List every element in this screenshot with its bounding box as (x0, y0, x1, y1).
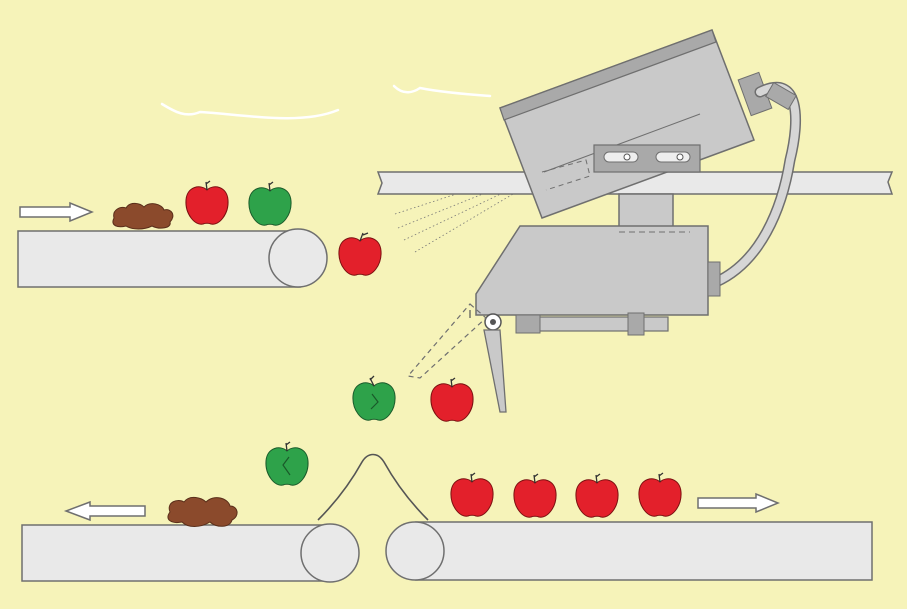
optical-camera-housing (499, 29, 773, 219)
debris-clump-icon (112, 202, 174, 230)
accept-conveyor (385, 521, 873, 581)
right-arrow-icon (19, 201, 94, 223)
reject-conveyor (21, 523, 360, 583)
apple-icon (248, 181, 292, 226)
apple-icon (638, 472, 682, 517)
apple-icon (265, 441, 309, 486)
sky-highlight (160, 84, 492, 120)
apple-icon (352, 375, 396, 421)
debris-clump-icon (167, 496, 238, 527)
infeed-conveyor (17, 228, 328, 288)
left-arrow-icon (63, 500, 146, 522)
apple-icon (430, 377, 474, 422)
apple-icon (338, 232, 382, 276)
right-arrow-icon (697, 492, 780, 514)
ejector-unit (406, 225, 721, 413)
apple-icon (513, 473, 557, 518)
apple-icon (450, 472, 494, 517)
apple-icon (185, 180, 229, 225)
apple-icon (575, 473, 619, 518)
splitter-divider (317, 453, 429, 521)
cable (710, 81, 802, 288)
